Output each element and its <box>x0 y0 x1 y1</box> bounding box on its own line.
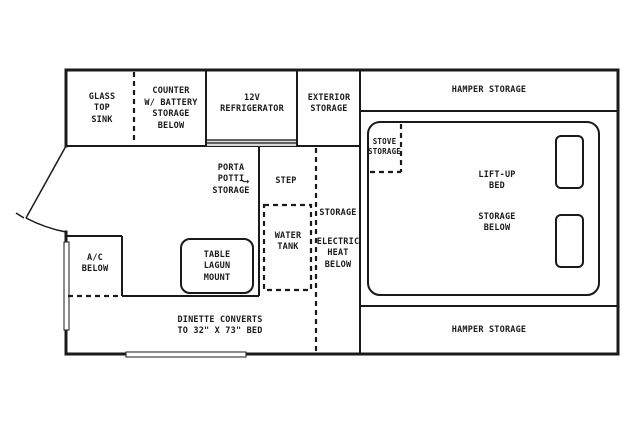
refrigerator-label: 12V REFRIGERATOR <box>220 92 284 115</box>
dinette-table <box>180 238 254 294</box>
pillow-top <box>555 135 584 189</box>
door-hinge <box>15 212 25 219</box>
ac-below-label: A/C BELOW <box>81 252 109 275</box>
bed-storage-below-label: STORAGE BELOW <box>478 211 516 234</box>
step-label: STEP <box>275 176 297 187</box>
bottom-window <box>125 351 247 358</box>
hamper-top-label: HAMPER STORAGE <box>451 85 527 96</box>
pillow-bottom <box>555 214 584 268</box>
counter-label: COUNTER W/ BATTERY STORAGE BELOW <box>144 86 198 131</box>
lift-up-bed-label: LIFT-UP BED <box>478 169 516 192</box>
water-tank-label: WATER TANK <box>274 230 302 253</box>
arrow-icon: → <box>242 174 250 188</box>
door-swing <box>25 217 67 233</box>
door-frame <box>25 145 67 219</box>
dinette-label: DINETTE CONVERTS TO 32" X 73" BED <box>177 314 263 337</box>
bed-outline <box>367 121 600 296</box>
exterior-storage-label: EXTERIOR STORAGE <box>307 92 351 115</box>
electric-heat-label: ELECTRIC HEAT BELOW <box>316 236 360 270</box>
water-tank-outline <box>262 203 313 292</box>
glass-top-sink-label: GLASS TOP SINK <box>88 91 116 125</box>
left-window <box>63 241 70 331</box>
storage-label: STORAGE <box>319 208 357 219</box>
hamper-bottom-label: HAMPER STORAGE <box>451 325 527 336</box>
porta-potti-label: PORTA POTTI STORAGE <box>212 162 250 196</box>
table-label: TABLE LAGUN MOUNT <box>203 249 231 283</box>
stove-storage-label: STOVE STORAGE <box>368 137 402 156</box>
